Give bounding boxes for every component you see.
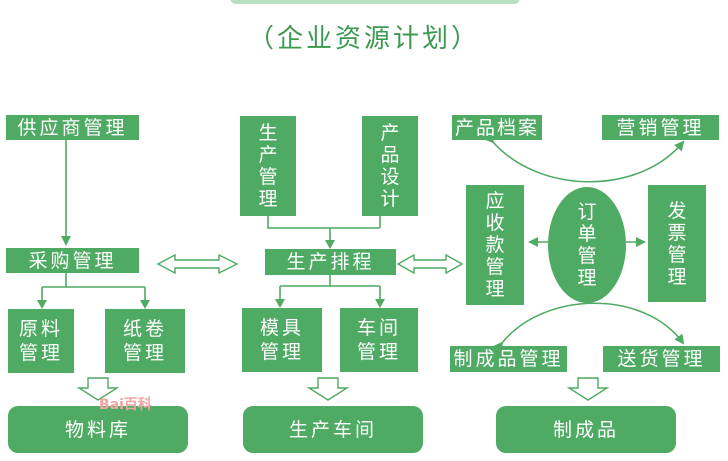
hollow-down-arrow-left (76, 377, 120, 401)
curve-top (483, 132, 685, 183)
page-title: （企业资源计划） (247, 24, 480, 54)
node-production-mgmt-label: 生产管理 (258, 122, 278, 210)
node-marketing: 营销管理 (602, 115, 719, 140)
curve-bottom (493, 302, 685, 353)
node-mold: 模具管理 (242, 308, 322, 372)
node-paper-roll-label: 纸卷管理 (122, 318, 167, 364)
node-supplier: 供应商管理 (6, 115, 139, 140)
node-product-archive-label: 产品档案 (454, 116, 539, 139)
node-workshop-label: 生产车间 (288, 418, 377, 441)
node-finished: 制成品 (496, 406, 676, 453)
node-purchase-label: 采购管理 (28, 249, 117, 272)
connector-to-scheduling (267, 216, 381, 243)
connector-purchase-branch (41, 273, 146, 304)
node-warehouse: 物料库 (8, 406, 188, 453)
arrowhead-workshop-mgmt (375, 299, 385, 308)
double-arrow-left (156, 253, 239, 275)
node-finished-mgmt: 制成品管理 (450, 346, 567, 372)
node-order: 订单管理 (548, 187, 626, 303)
node-finished-label: 制成品 (552, 418, 619, 441)
arrowhead-raw-material (37, 300, 47, 309)
arrowhead-paper-roll (140, 300, 150, 309)
node-product-design-label: 产品设计 (380, 122, 400, 210)
hollow-down-arrow-right (566, 377, 610, 401)
node-invoice-label: 发票管理 (667, 199, 687, 288)
node-warehouse-label: 物料库 (64, 418, 131, 441)
node-workshop: 生产车间 (243, 406, 423, 453)
node-finished-mgmt-label: 制成品管理 (453, 348, 564, 370)
node-workshop-mgmt: 车间管理 (340, 308, 418, 372)
node-mold-label: 模具管理 (259, 317, 304, 363)
node-receivable-label: 应收款管理 (485, 190, 505, 300)
watermark: Bai百科 (99, 397, 152, 413)
node-marketing-label: 营销管理 (616, 116, 705, 139)
hollow-down-arrow-middle (306, 377, 350, 401)
node-order-label: 订单管理 (577, 201, 597, 289)
node-delivery-label: 送货管理 (617, 348, 706, 370)
arrowhead-mold (275, 299, 285, 308)
node-invoice: 发票管理 (648, 185, 706, 302)
node-scheduling-label: 生产排程 (286, 251, 375, 273)
node-product-archive: 产品档案 (452, 115, 542, 140)
node-production-mgmt: 生产管理 (240, 116, 296, 216)
cropped-heading (230, 0, 520, 4)
node-purchase: 采购管理 (6, 248, 139, 273)
node-raw-material: 原料管理 (8, 309, 74, 373)
node-scheduling: 生产排程 (265, 249, 396, 275)
node-supplier-label: 供应商管理 (17, 116, 128, 139)
connector-scheduling-branch (279, 275, 381, 302)
node-paper-roll: 纸卷管理 (105, 309, 185, 373)
node-raw-material-label: 原料管理 (18, 318, 63, 364)
double-arrow-right (396, 253, 464, 275)
node-product-design: 产品设计 (362, 116, 418, 216)
node-receivable: 应收款管理 (466, 185, 524, 305)
node-delivery: 送货管理 (603, 346, 720, 372)
node-workshop-mgmt-label: 车间管理 (356, 317, 401, 363)
arrowhead-scheduling (325, 240, 335, 249)
